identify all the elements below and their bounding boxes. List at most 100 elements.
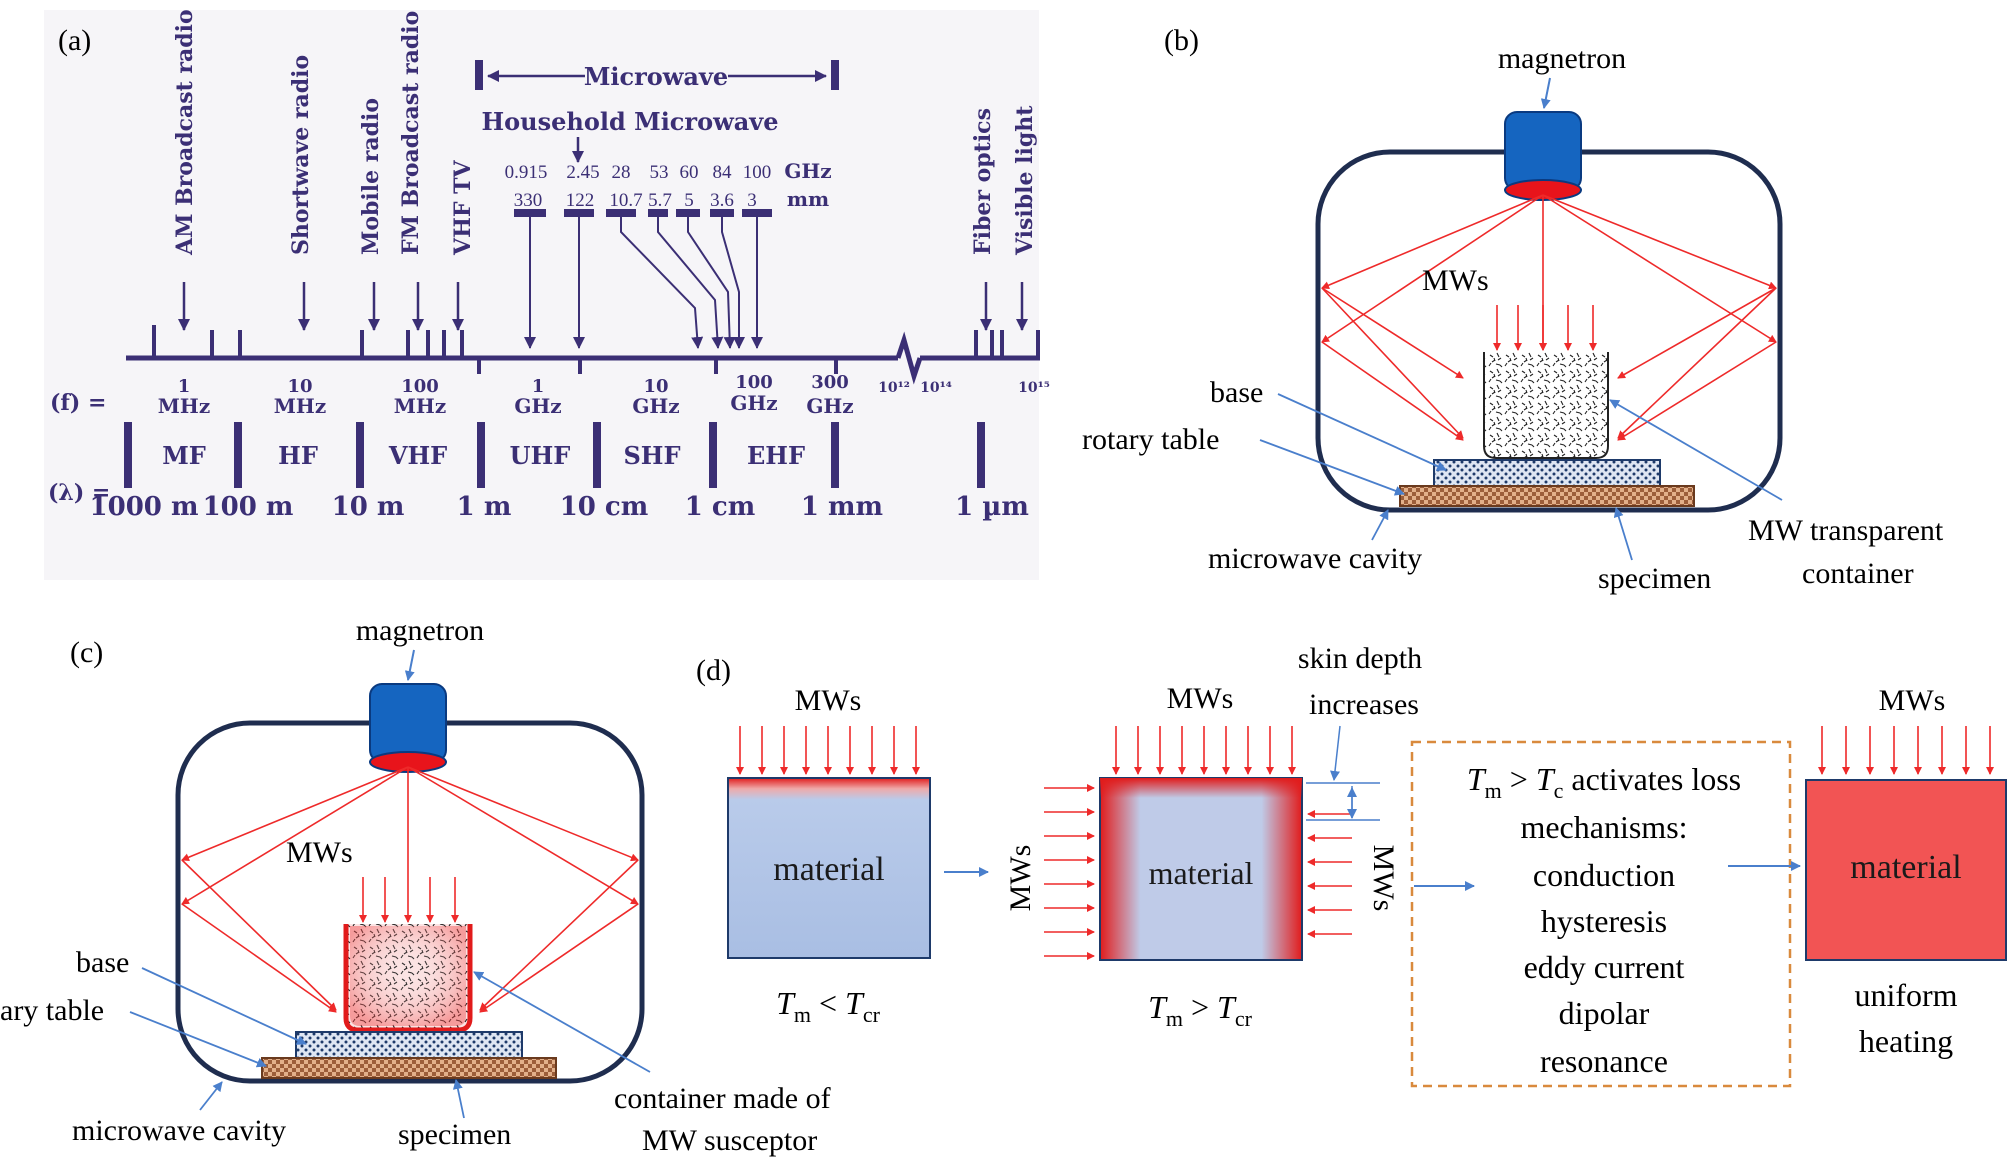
mm-value: 122 (566, 190, 595, 211)
magnetron-body-c (369, 683, 447, 763)
incident-arrows-d2-top (1112, 726, 1296, 775)
svg-text:EHF: EHF (747, 441, 805, 470)
svg-text:1 mm: 1 mm (801, 492, 883, 522)
mws-label-d3: MWs (1879, 684, 1946, 717)
uniform-heating-label-2: heating (1859, 1023, 1953, 1059)
panel-a-spectrum: (a) Microwave Household Microwave 0.915 … (44, 9, 1050, 580)
mechanism-item: dipolar (1559, 995, 1650, 1031)
svg-text:GHz: GHz (514, 394, 561, 418)
mws-label-d1: MWs (795, 684, 862, 717)
container-c-glow (350, 926, 466, 1026)
mechanism-item: hysteresis (1541, 903, 1667, 939)
mechanism-line-1: Tm > Tc activates loss (1467, 761, 1741, 803)
panel-label-b: (b) (1164, 24, 1199, 57)
band-dividers (124, 422, 985, 488)
svg-text:GHz: GHz (632, 394, 679, 418)
rotary-table-label-c: ary table (0, 994, 104, 1027)
mm-value: 10.7 (609, 190, 642, 211)
freq-symbol: (f) = (50, 390, 106, 416)
base-c (295, 1031, 523, 1059)
svg-text:10¹⁴: 10¹⁴ (920, 380, 952, 396)
panel-d-heating-mechanism: (d) MWs material Tm < Tcr MWs (696, 642, 2007, 1088)
base-b (1433, 459, 1661, 487)
incident-arrows-b (1493, 305, 1597, 351)
svg-text:1000 m: 1000 m (90, 492, 199, 522)
mw-rays-b (1321, 194, 1777, 441)
mm-value: 330 (514, 190, 543, 211)
svg-text:300: 300 (811, 372, 849, 393)
material-label-3: material (1850, 849, 1961, 886)
magnetron-label-b: magnetron (1498, 42, 1626, 75)
material-block-1 (727, 777, 931, 959)
container-label-c-2: MW susceptor (642, 1124, 817, 1157)
ghz-value: 28 (612, 162, 631, 183)
svg-text:1 cm: 1 cm (685, 492, 755, 522)
specimen-label-b: specimen (1598, 562, 1711, 595)
mws-label-b: MWs (1422, 264, 1489, 297)
svg-text:100: 100 (735, 372, 773, 393)
svg-text:10: 10 (287, 376, 312, 397)
mm-value: 5.7 (648, 190, 672, 211)
pointer-lines-b (1259, 393, 1783, 561)
magnetron-label-c: magnetron (356, 614, 484, 647)
uniform-heating-label-1: uniform (1854, 977, 1957, 1013)
panel-label-c: (c) (70, 636, 103, 669)
material-block-2-topband (1100, 778, 1302, 798)
material-label-2: material (1149, 855, 1254, 891)
mm-value: 3 (747, 190, 757, 211)
material-label-1: material (773, 851, 884, 888)
mws-label-d2: MWs (1167, 682, 1234, 715)
svg-text:MHz: MHz (394, 394, 446, 418)
incident-arrows-c (359, 877, 459, 923)
skin-depth-indicator (1306, 725, 1380, 821)
magnetron-body-b (1504, 111, 1582, 191)
condition-label-1: Tm < Tcr (776, 985, 881, 1027)
container-label-b-1: MW transparent (1748, 514, 1944, 547)
svg-text:VHF: VHF (388, 441, 447, 470)
container-b (1483, 352, 1609, 459)
app-label-vhf-tv: VHF TV (450, 159, 476, 256)
container-label-c-1: container made of (614, 1082, 831, 1115)
incident-arrows-d3 (1818, 726, 1994, 775)
svg-text:SHF: SHF (623, 441, 680, 470)
application-labels: AM Broadcast radio Shortwave radio Mobil… (172, 9, 1038, 256)
base-label-b: base (1210, 376, 1263, 409)
mm-unit: mm (787, 187, 829, 211)
svg-text:100: 100 (401, 376, 439, 397)
mm-value: 3.6 (710, 190, 734, 211)
svg-text:10: 10 (643, 376, 668, 397)
specimen-label-c: specimen (398, 1118, 511, 1151)
microwave-label: Microwave (584, 62, 728, 91)
app-label-shortwave: Shortwave radio (288, 55, 314, 255)
band-labels: MF HF VHF UHF SHF EHF (162, 441, 805, 470)
mws-label-c: MWs (286, 836, 353, 869)
household-microwave-label: Household Microwave (482, 107, 779, 136)
svg-text:10 m: 10 m (332, 492, 405, 522)
freq-tick-labels: 1 MHz 10 MHz 100 MHz 1 GHz 10 GHz 100 GH… (158, 372, 1050, 418)
svg-text:UHF: UHF (510, 441, 571, 470)
app-label-fiber: Fiber optics (970, 108, 996, 255)
mechanism-item: eddy current (1524, 949, 1685, 985)
microwave-cavity-label-b: microwave cavity (1208, 542, 1422, 575)
material-block-3 (1805, 779, 2007, 961)
panel-b-microwave-oven: (b) magnetron MWs bas (1082, 24, 1944, 595)
condition-label-2: Tm > Tcr (1148, 989, 1253, 1031)
ghz-value: 84 (713, 162, 733, 183)
incident-arrows-d2-right (1307, 810, 1352, 938)
mws-right-label: MWs (1367, 845, 1400, 912)
svg-text:100 m: 100 m (203, 492, 294, 522)
mw-rays-c (181, 766, 639, 1013)
rotary-table-b (1399, 485, 1695, 507)
ghz-value: 100 (743, 162, 772, 183)
svg-text:GHz: GHz (730, 391, 777, 415)
ghz-value: 53 (650, 162, 669, 183)
svg-text:10¹²: 10¹² (878, 380, 910, 396)
magnetron-pointer-c (404, 649, 415, 681)
rotary-table-c (261, 1057, 557, 1079)
svg-text:MF: MF (162, 441, 206, 470)
pointer-lines-c (129, 967, 651, 1119)
svg-text:HF: HF (278, 441, 318, 470)
incident-arrows-d1 (736, 726, 920, 775)
mws-left-label: MWs (1004, 845, 1037, 912)
